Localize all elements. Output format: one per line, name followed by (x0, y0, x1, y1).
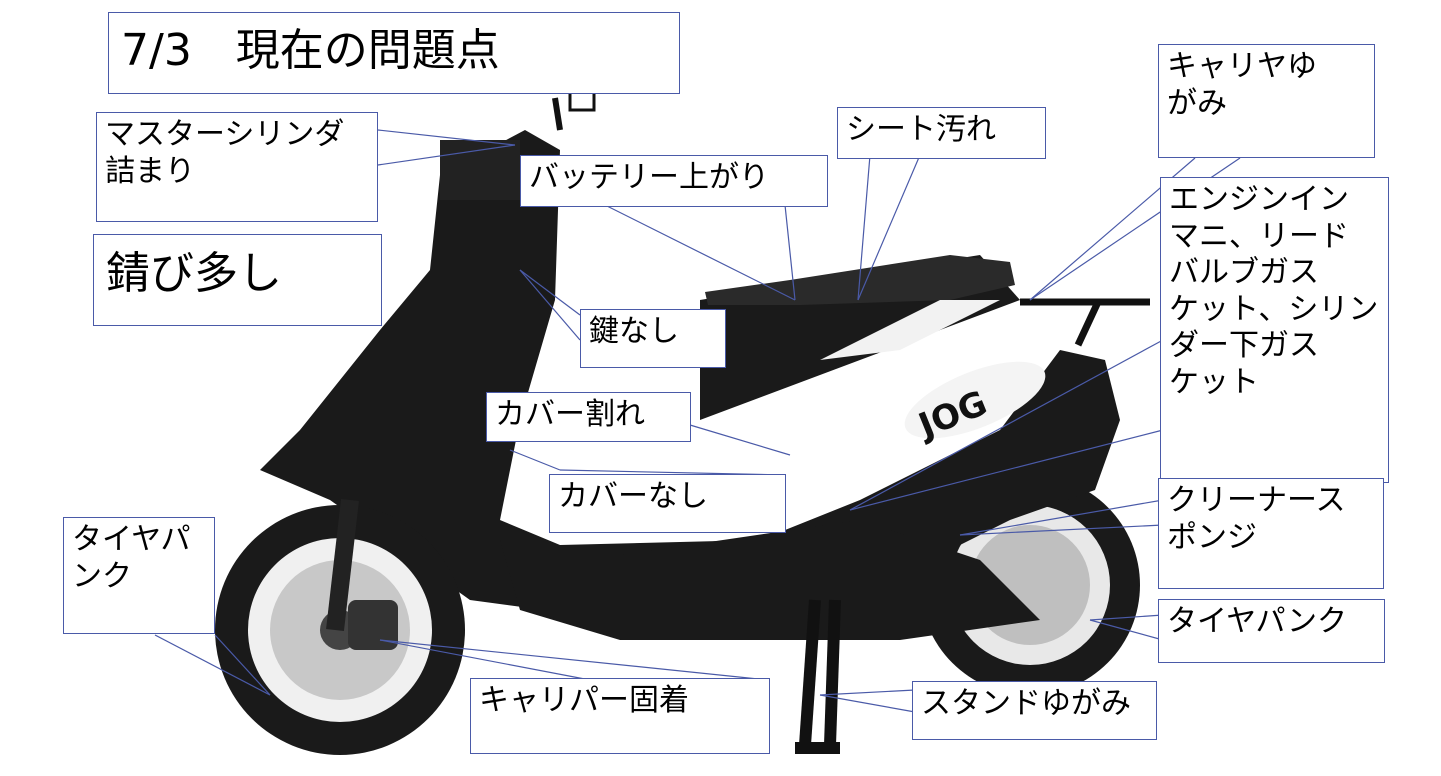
label-key-missing: 鍵なし (580, 309, 726, 368)
label-caliper-seized: キャリパー固着 (470, 678, 770, 754)
label-master-cylinder: マスターシリンダ 詰まり (96, 112, 378, 222)
label-cover-missing: カバーなし (549, 474, 786, 533)
label-cover-cracked: カバー割れ (486, 392, 691, 442)
label-air-cleaner-sponge: クリーナース ポンジ (1158, 478, 1384, 589)
label-battery: バッテリー上がり (520, 155, 828, 207)
leader-lines (154, 129, 1241, 713)
label-tire-puncture-rear: タイヤパンク (1158, 599, 1385, 663)
center-stand (795, 599, 841, 754)
label-tire-puncture-front: タイヤパ ンク (63, 517, 215, 634)
label-carrier-bent: キャリヤゆ がみ (1158, 44, 1375, 158)
front-fork (326, 498, 359, 632)
label-seat: シート汚れ (837, 107, 1046, 159)
label-rust: 錆び多し (93, 234, 382, 326)
page-title: 7/3 現在の問題点 (108, 12, 680, 94)
carrier-rack (1020, 298, 1150, 347)
handlebar (440, 90, 596, 200)
label-engine-gaskets: エンジンイン マニ、リード バルブガス ケット、シリン ダー下ガス ケット (1160, 177, 1389, 483)
label-stand-bent: スタンドゆがみ (912, 681, 1157, 740)
